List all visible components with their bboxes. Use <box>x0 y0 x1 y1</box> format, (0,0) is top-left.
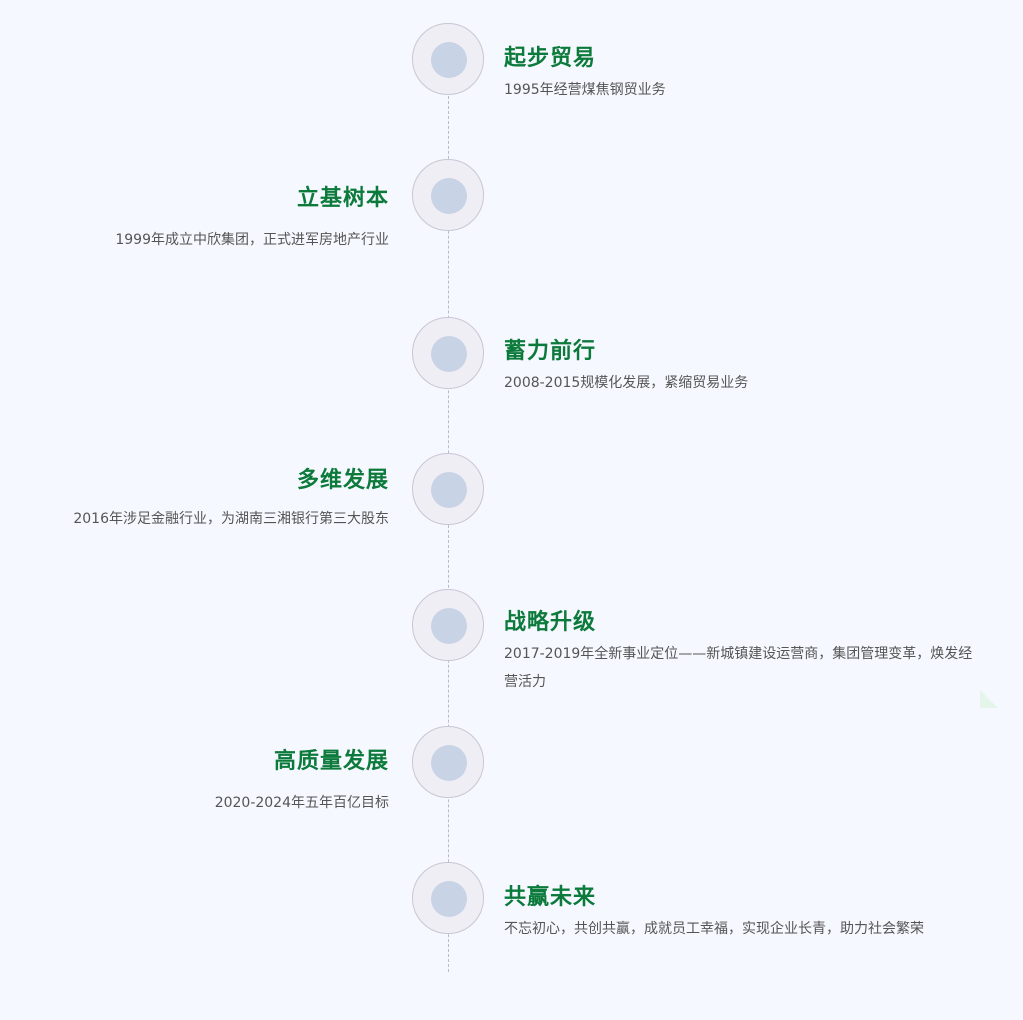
item-desc: 1995年经营煤焦钢贸业务 <box>504 82 666 98</box>
decorative-triangle <box>980 690 998 708</box>
item-desc: 1999年成立中欣集团，正式进军房地产行业 <box>115 232 389 248</box>
item-desc: 2016年涉足金融行业，为湖南三湘银行第三大股东 <box>73 511 389 527</box>
item-title: 立基树本 <box>296 186 389 211</box>
timeline-item: 共赢未来 不忘初心，共创共赢，成就员工幸福，实现企业长青，助力社会繁荣 <box>504 883 994 943</box>
node-dot <box>431 608 467 644</box>
timeline-item: 蓄力前行 2008-2015规模化发展，紧缩贸易业务 <box>504 337 994 397</box>
timeline-node <box>412 589 484 661</box>
item-desc: 2008-2015规模化发展，紧缩贸易业务 <box>504 375 749 391</box>
item-title: 起步贸易 <box>504 46 597 71</box>
item-desc: 2017-2019年全新事业定位——新城镇建设运营商，集团管理变革，焕发经营活力 <box>504 646 973 690</box>
timeline-item: 立基树本 1999年成立中欣集团，正式进军房地产行业 <box>0 184 389 254</box>
item-title: 高质量发展 <box>273 749 389 774</box>
item-title: 共赢未来 <box>504 885 597 910</box>
node-dot <box>431 745 467 781</box>
node-dot <box>431 881 467 917</box>
item-desc: 不忘初心，共创共赢，成就员工幸福，实现企业长青，助力社会繁荣 <box>504 921 924 937</box>
timeline-item: 起步贸易 1995年经营煤焦钢贸业务 <box>504 44 994 104</box>
timeline-axis <box>448 96 449 972</box>
node-dot <box>431 472 467 508</box>
item-title: 战略升级 <box>504 610 597 635</box>
timeline-node <box>412 862 484 934</box>
timeline-node <box>412 317 484 389</box>
node-dot <box>431 42 467 78</box>
item-title: 蓄力前行 <box>504 339 597 364</box>
node-dot <box>431 178 467 214</box>
timeline-node <box>412 726 484 798</box>
item-title: 多维发展 <box>296 468 389 493</box>
item-desc: 2020-2024年五年百亿目标 <box>214 795 389 811</box>
timeline-item: 战略升级 2017-2019年全新事业定位——新城镇建设运营商，集团管理变革，焕… <box>504 608 984 696</box>
timeline-item: 多维发展 2016年涉足金融行业，为湖南三湘银行第三大股东 <box>0 466 389 533</box>
timeline-node <box>412 23 484 95</box>
timeline-node <box>412 159 484 231</box>
node-dot <box>431 336 467 372</box>
timeline-item: 高质量发展 2020-2024年五年百亿目标 <box>0 747 389 817</box>
timeline-node <box>412 453 484 525</box>
